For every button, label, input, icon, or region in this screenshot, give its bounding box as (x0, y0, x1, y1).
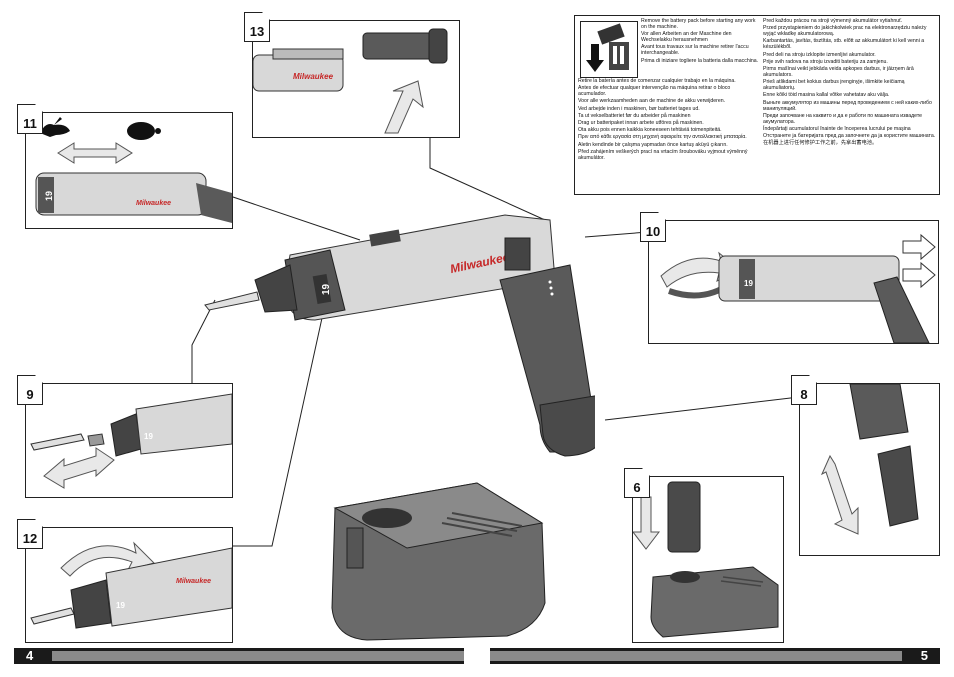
warning-text: Prieš atlikdami bet kokius darbus įrengi… (763, 79, 905, 92)
page-number-right: 5 (920, 648, 928, 663)
warning-text: Pirms mašīnai veikt jebkāda veida apkope… (763, 65, 914, 78)
warning-text: Отстранете ја батеријата пред да започне… (763, 133, 936, 140)
warning-text: Prima di iniziare togliere la batteria d… (641, 57, 759, 64)
warning-text: Îndepărtaţi acumulatorul înainte de înce… (763, 125, 911, 132)
page-number-left: 4 (26, 648, 34, 663)
warning-text: Vor allen Arbeiten an der Maschine den W… (641, 31, 732, 44)
figure-number: 11 (17, 104, 43, 134)
torque-setting: 19 (144, 432, 153, 441)
figure-12: 12 19 Milwaukee (17, 519, 233, 643)
figure-number: 9 (17, 375, 43, 405)
warning-text: Przed przystąpieniem do jakichkolwiek pr… (763, 25, 927, 38)
warning-text: Преди започване на каквито и да е работи… (763, 112, 923, 125)
battery-warning-box: Remove the battery pack before starting … (574, 15, 940, 195)
page-footer-left: 4 (14, 648, 464, 664)
warning-text: Ved arbejde inden i maskinen, bør batter… (578, 105, 700, 112)
warning-text: Aletin kendinde bir çalışma yapmadan önc… (578, 141, 728, 148)
warning-text: Antes de efectuar qualquer intervenção n… (578, 85, 731, 98)
brand-logo: Milwaukee (293, 72, 334, 81)
warning-text: Ta ut vekselbatteriet før du arbeider på… (578, 112, 691, 119)
figure-number: 10 (640, 212, 666, 242)
torque-setting: 19 (744, 279, 753, 288)
page-footer-right: 5 (490, 648, 940, 664)
warning-text: Drag ur batteripaket innan arbete utföre… (578, 119, 704, 126)
warning-text: Enne kõiki töid masina kallal võtke vahe… (763, 92, 890, 99)
figure-number: 12 (17, 519, 43, 549)
turtle-icon (127, 122, 161, 140)
warning-text: Karbantartás, javítás, tisztítás, stb. e… (763, 38, 925, 51)
torque-setting: 19 (116, 601, 125, 610)
charger-main (331, 482, 546, 641)
warning-left-top: Remove the battery pack before starting … (641, 18, 761, 65)
warning-text: Před zahájením veškerých prací na vrtací… (578, 148, 748, 161)
footer-bar-fill (490, 651, 902, 661)
warning-right: Pred každou prácou na stroji výmenný aku… (763, 18, 937, 147)
figure-13: 13 Milwaukee (244, 12, 460, 138)
figure-10: 10 19 (640, 212, 939, 344)
figure-9: 9 19 (17, 375, 233, 498)
warning-text: Pred každou prácou na stroji výmenný aku… (763, 18, 903, 24)
warning-text: Pred deli na stroju izklopite izmenljivi… (763, 51, 876, 58)
warning-text: 在机器上进行任何修护工作之前，先拿出蓄电池。 (763, 140, 878, 147)
warning-text: Retire la batería antes de comenzar cual… (578, 78, 736, 84)
torque-setting: 19 (44, 191, 54, 201)
figure-number: 13 (244, 12, 270, 42)
figure-8: 8 (791, 375, 940, 556)
figure-11: 11 19 Milwaukee (17, 104, 233, 229)
warning-text: Voor alle werkzaamheden aan de machine d… (578, 98, 726, 105)
warning-text: Avant tous travaux sur la machine retire… (641, 44, 749, 57)
warning-text: Ota akku pois ennen kaikkia koneeseen te… (578, 127, 722, 134)
warning-left-bottom: Retire la batería antes de comenzar cual… (578, 78, 758, 162)
remove-battery-icon (580, 21, 638, 78)
figure-6: 6 (624, 468, 784, 643)
footer-bar-fill (52, 651, 464, 661)
warning-text: Выньте аккумулятор из машины перед прове… (763, 99, 932, 112)
rabbit-icon (40, 117, 70, 137)
torque-setting: 19 (321, 283, 332, 295)
figure-number: 6 (624, 468, 650, 498)
warning-text: Πριν από κάθε εργασία στη μηχανή αφαιρεί… (578, 134, 747, 141)
brand-logo: Milwaukee (136, 200, 171, 207)
warning-text: Prije svih radova na stroju izvaditi bat… (763, 58, 888, 65)
brand-logo: Milwaukee (176, 578, 211, 585)
figure-number: 8 (791, 375, 817, 405)
warning-text: Remove the battery pack before starting … (641, 18, 756, 30)
screwdriver-main: 19 Milwaukee (204, 214, 595, 457)
